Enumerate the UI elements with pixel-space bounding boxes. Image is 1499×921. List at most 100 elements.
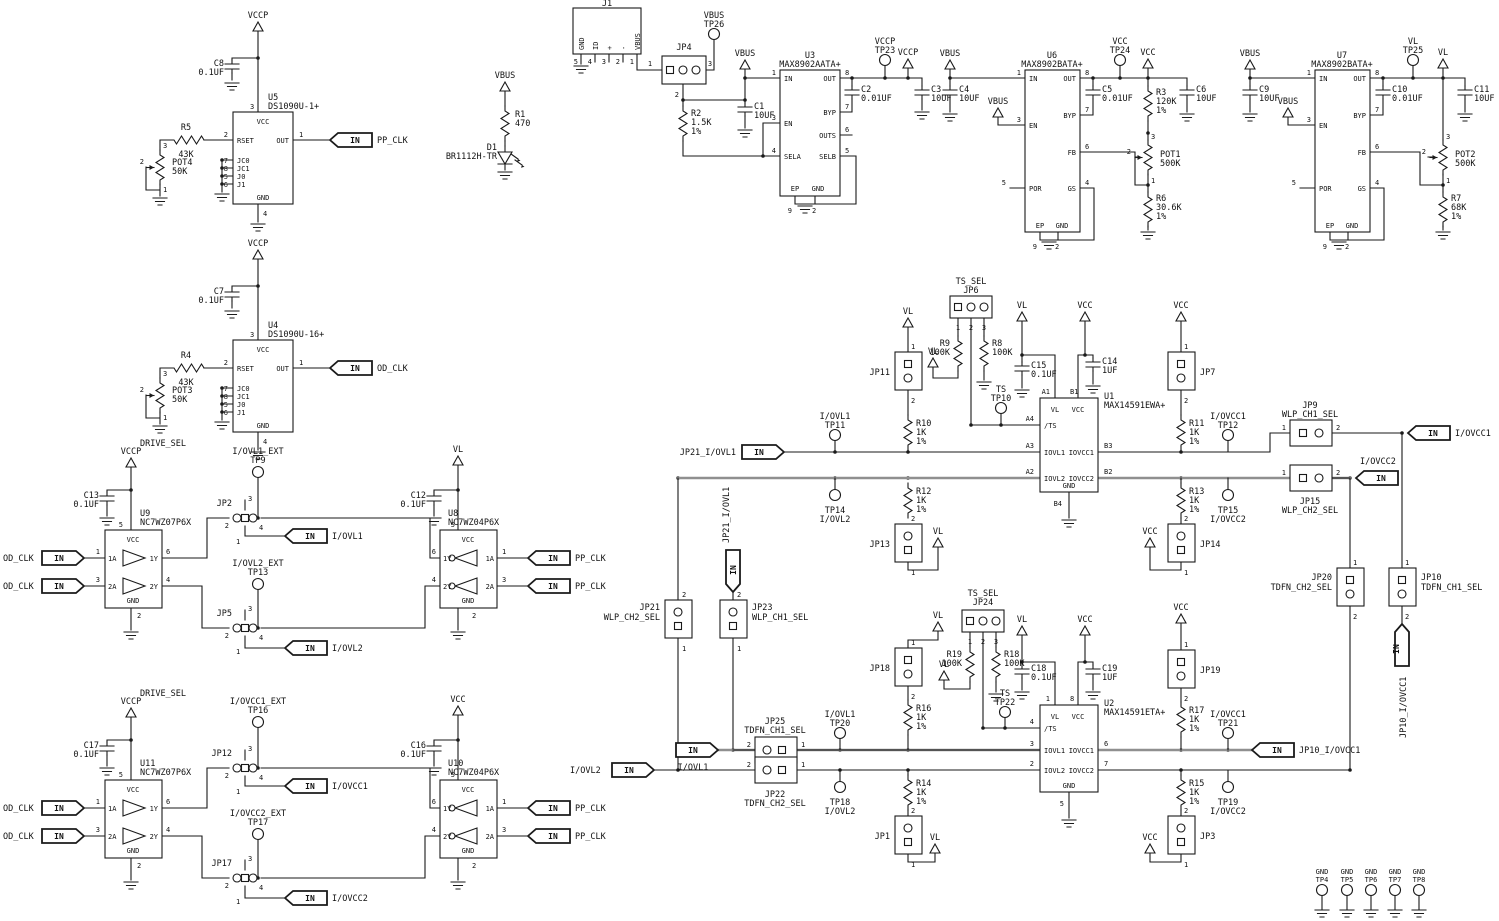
jp11-pin2 <box>903 373 913 383</box>
pin-num: 1 <box>772 69 776 77</box>
testpoint-tp8 <box>1412 883 1426 897</box>
pin-2y: 2Y <box>443 583 452 591</box>
in-tag-label: IN <box>54 804 64 813</box>
ref-r11: R11 <box>1189 419 1204 429</box>
pin-ts: /TS <box>1044 422 1057 430</box>
testpoint-tp14 <box>828 488 842 502</box>
val-c16: 0.1UF <box>400 750 426 760</box>
gnd-symbol <box>1339 909 1355 918</box>
pin-num: 2 <box>911 693 915 701</box>
pin-1y: 1Y <box>443 555 452 563</box>
jp24-pin2 <box>978 616 988 626</box>
jp19-pin2 <box>1176 671 1186 681</box>
ref-c16: C16 <box>411 741 426 751</box>
ref-c1: C1 <box>754 102 764 112</box>
label-drive-sel: DRIVE_SEL <box>140 439 186 449</box>
in-tag-label: IN <box>54 582 64 591</box>
ref-tp4: TP4 <box>1316 876 1329 884</box>
label-jp22-sel: TDFN_CH2_SEL <box>744 799 805 809</box>
pin-num: 9 <box>1033 243 1037 251</box>
block-buffers-lower: DRIVE_SEL VCCP C17 0.1UF U11 NC7WZ07P6X … <box>3 689 607 906</box>
ref-pot2: POT2 <box>1455 150 1475 160</box>
jumper-jp22 <box>754 756 798 784</box>
val-c3: 10UF <box>931 94 951 104</box>
ic-u9 <box>104 529 163 609</box>
pin-num: 4 <box>588 58 592 66</box>
gnd-symbol <box>1061 819 1077 828</box>
val-r5: 43K <box>178 150 194 160</box>
part-u10: NC7WZ04P6X <box>448 768 500 778</box>
pin-num: 6 <box>432 798 436 806</box>
pin-iovl1: IOVL1 <box>1044 747 1065 755</box>
block-clockgen2: VCCP C7 0.1UF U4 DS1090U-16+ 3 VCC 2 RSE… <box>140 239 409 460</box>
net-label-vl: VL <box>1408 37 1418 47</box>
ref-r3: R3 <box>1156 88 1166 98</box>
pin-num: 1 <box>163 414 167 422</box>
pin-num: 8 <box>845 69 849 77</box>
pin-num: 2 <box>675 91 679 99</box>
net-label-vccp: VCCP <box>121 697 141 707</box>
res-r13 <box>1176 482 1186 519</box>
net-label-gnd: GND <box>1389 868 1402 876</box>
net-label-vbus: VBUS <box>940 49 960 59</box>
pin-num: 3 <box>248 855 252 863</box>
pin-num: 6 <box>166 798 170 806</box>
pin-gnd: GND <box>127 597 140 605</box>
ic-u6 <box>1024 69 1081 233</box>
net-label-iovcc2: I/OVCC2 <box>1210 807 1246 817</box>
pin-num: 1 <box>299 359 303 367</box>
jp22-pin1 <box>777 765 787 775</box>
jp4-pin2 <box>678 65 688 75</box>
pin-num: 1 <box>801 741 805 749</box>
jp7-pin2 <box>1176 373 1186 383</box>
pin-num: 2 <box>140 158 144 166</box>
label-jp23-sel: WLP_CH1_SEL <box>752 613 808 623</box>
pin-num: 3 <box>994 638 998 646</box>
pin-gnd: GND <box>462 597 475 605</box>
pin-vl: VL <box>1051 713 1059 721</box>
pin-num: 3 <box>1446 133 1450 141</box>
ic-u5 <box>232 111 294 205</box>
pin-por: POR <box>1029 185 1042 193</box>
res-r14 <box>903 774 913 811</box>
pin-num: 3 <box>163 142 167 150</box>
power-arrow-vbus <box>992 107 1004 118</box>
pin-num: 3 <box>96 576 100 584</box>
pin-num: 6 <box>432 548 436 556</box>
in-tag-label: IN <box>1428 429 1438 438</box>
pin-en: EN <box>1319 122 1327 130</box>
pin-jc1: JC1 <box>237 165 250 173</box>
ref-jp9: JP9 <box>1302 401 1317 411</box>
val-r6: 30.6K <box>1156 203 1182 213</box>
pin-num: 3 <box>250 331 254 339</box>
j1-pin-vbus: VBUS <box>634 33 642 50</box>
pin-vcc: VCC <box>462 786 475 794</box>
in-tag-label: IN <box>548 832 558 841</box>
val-r4: 43K <box>178 378 194 388</box>
label-jp25-sel: TDFN_CH1_SEL <box>744 726 805 736</box>
ref-jp23: JP23 <box>752 603 772 613</box>
power-arrow-vl <box>927 357 939 368</box>
jp6-pin3 <box>979 302 989 312</box>
net-label-vl: VL <box>939 660 949 670</box>
ref-r13: R13 <box>1189 487 1204 497</box>
net-label-odclk: OD_CLK <box>3 582 35 592</box>
ref-tp24: TP24 <box>1110 46 1130 56</box>
pin-num: 4 <box>166 576 170 584</box>
cap-c11 <box>1457 85 1473 100</box>
jp17-pin2 <box>232 873 242 883</box>
pin-rset: RSET <box>237 137 255 145</box>
res-r8 <box>979 335 989 372</box>
pin-vcc: VCC <box>127 786 140 794</box>
pin-num: 2 <box>224 131 228 139</box>
power-arrow-vl <box>902 317 914 328</box>
ref-u1: U1 <box>1104 392 1114 402</box>
pin-iovl1: IOVL1 <box>1044 449 1065 457</box>
pin-num: 2 <box>911 397 915 405</box>
in-tag-label: IN <box>350 136 360 145</box>
label-jp10-sel: TDFN_CH1_SEL <box>1421 583 1482 593</box>
testpoint-tp21 <box>1221 726 1235 740</box>
pin-num: 3 <box>1030 740 1034 748</box>
testpoint-tp26 <box>707 27 721 41</box>
pin-num: 2 <box>137 862 141 870</box>
